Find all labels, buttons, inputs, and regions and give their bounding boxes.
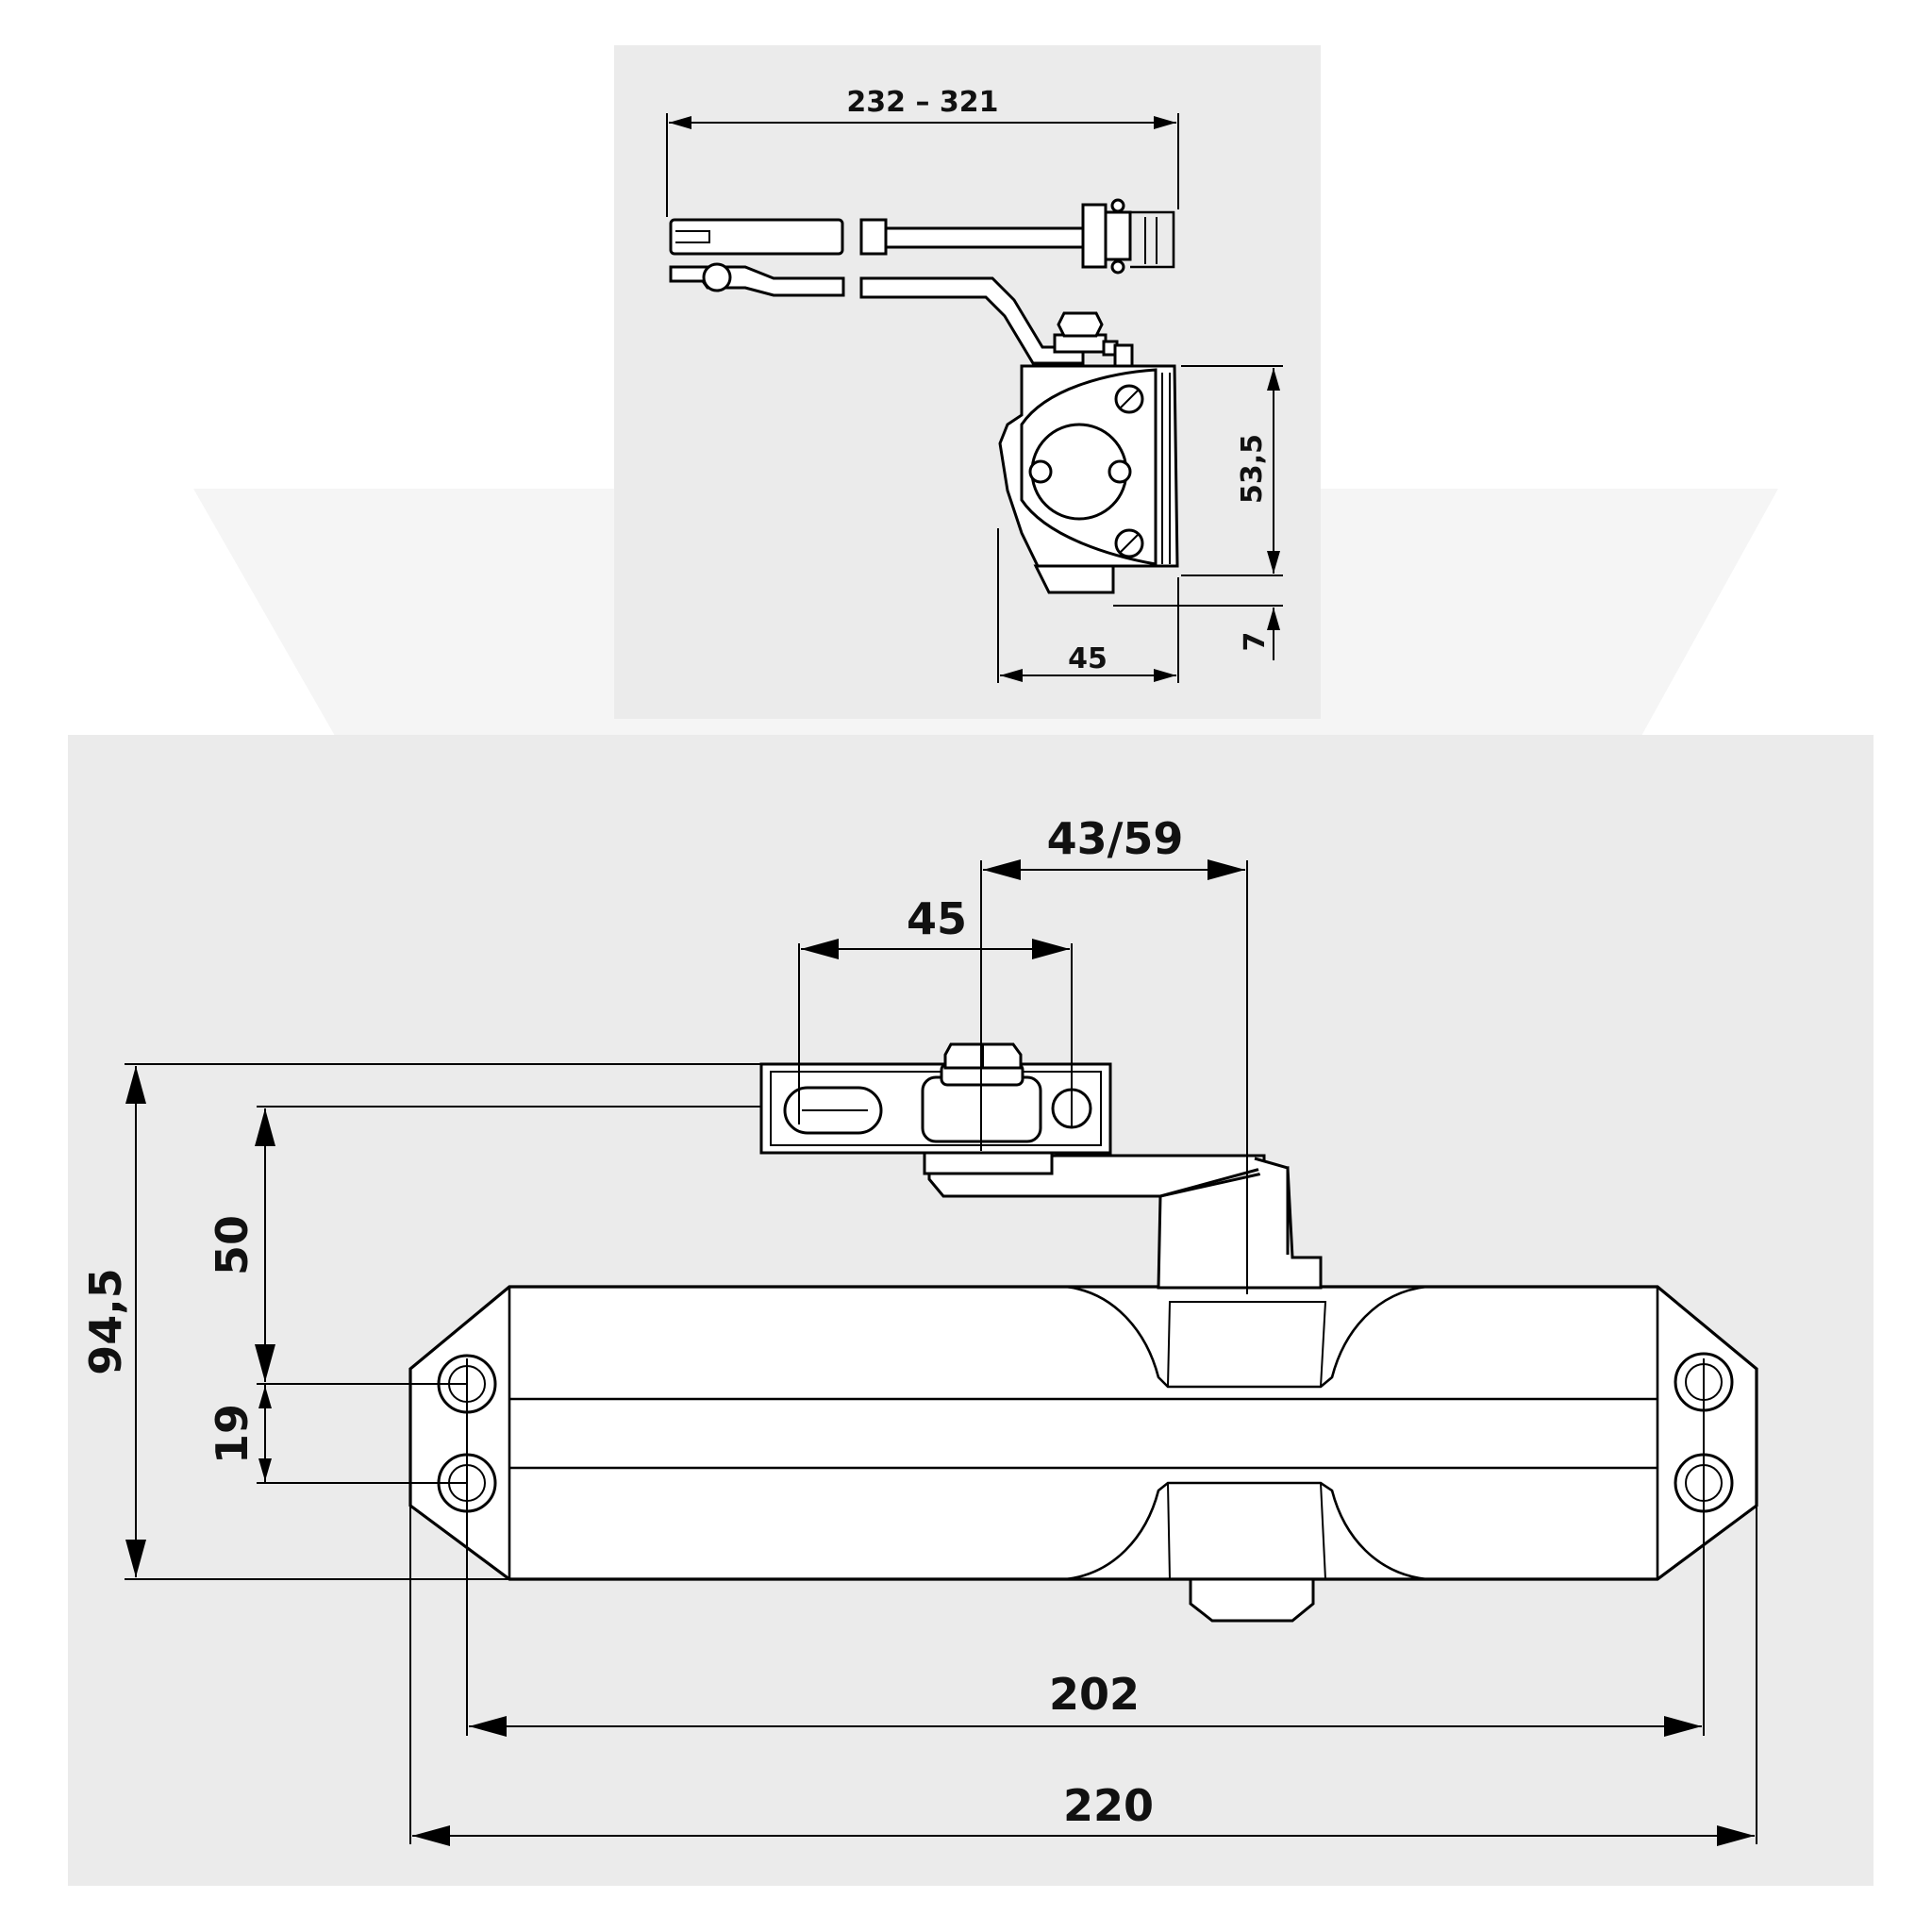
- side-view-dimensions: 232 – 321 53,5 7 45: [666, 86, 1283, 683]
- dim-offset-label: 7: [1239, 632, 1272, 652]
- arm-assembly: [923, 1149, 1323, 1290]
- dim-arm-length-label: 232 – 321: [846, 86, 998, 119]
- dim-arm-height-label: 50: [207, 1215, 258, 1275]
- dim-height-label: 53,5: [1236, 434, 1269, 504]
- side-view-panel: 232 – 321 53,5 7 45: [614, 45, 1321, 719]
- dim-total-length-label: 220: [1063, 1780, 1154, 1831]
- closer-body: [408, 1285, 1758, 1623]
- dim-shoe-width-label: 45: [907, 893, 967, 944]
- lower-arm: [669, 262, 1085, 365]
- dim-width-label: 45: [1068, 642, 1108, 675]
- closer-body-side: [998, 343, 1179, 594]
- upper-arm: [669, 198, 1175, 275]
- front-view-panel: 43/59 45 94,5 50 19: [68, 735, 1874, 1886]
- dim-hole-vertical-label: 19: [207, 1404, 258, 1464]
- dim-shoe-offset-label: 43/59: [1047, 813, 1184, 864]
- front-view-dimensions: 43/59 45 94,5 50 19: [80, 813, 1757, 1846]
- dim-total-height-label: 94,5: [80, 1268, 131, 1375]
- dim-hole-horizontal-label: 202: [1049, 1669, 1140, 1720]
- side-view-background: [614, 45, 1321, 719]
